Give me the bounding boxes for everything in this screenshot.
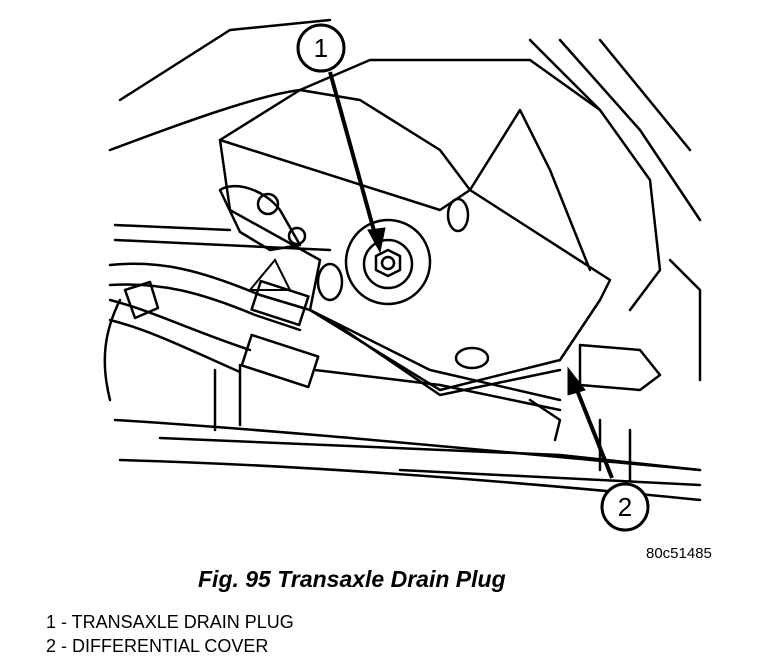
cross-rail-top xyxy=(113,238,332,252)
drain-plug-socket xyxy=(380,255,396,271)
right-bracket xyxy=(578,343,662,392)
hose-upper-b xyxy=(108,283,302,332)
right-tab xyxy=(528,398,562,442)
hose-lower-a xyxy=(108,298,252,352)
right-edge-line xyxy=(668,258,702,382)
callout-2-arrowhead xyxy=(567,366,586,396)
lower-rail-4 xyxy=(398,468,702,487)
drain-plug-boss-outer xyxy=(344,218,432,306)
right-frame-line-a xyxy=(558,38,702,222)
hose-fitting-1 xyxy=(250,279,310,327)
left-curve xyxy=(103,298,122,402)
cover-edge xyxy=(328,318,562,397)
hose-upper-a xyxy=(108,262,312,312)
hose-clip xyxy=(123,280,160,320)
upper-frame-line xyxy=(118,18,332,102)
callout-1: 1 xyxy=(296,23,346,73)
bracket-hole-1 xyxy=(256,192,280,216)
housing-inner xyxy=(218,88,472,192)
bracket-left xyxy=(218,184,302,252)
legend-item-2: 2 - DIFFERENTIAL COVER xyxy=(46,636,269,656)
cover-bolt-hole-2 xyxy=(454,346,490,370)
drain-plug-illustration: 1 2 xyxy=(103,18,702,532)
bracket-hole-2 xyxy=(287,226,307,246)
figure-reference-code: 80c51485 xyxy=(646,545,712,562)
cover-bolt-hole-1 xyxy=(446,197,470,233)
callout-1-number: 1 xyxy=(314,33,328,63)
callout-2-circle xyxy=(600,482,650,532)
housing-mid xyxy=(468,108,592,272)
cross-rail-bottom xyxy=(113,223,232,232)
callout-1-arrowhead xyxy=(367,227,386,254)
warning-triangle xyxy=(247,258,292,291)
legend-item-1: 1 - TRANSAXLE DRAIN PLUG xyxy=(46,612,294,632)
housing-top xyxy=(298,58,662,312)
callout-1-circle xyxy=(296,23,346,73)
figure-legend: 1 - TRANSAXLE DRAIN PLUG 2 - DIFFERENTIA… xyxy=(46,610,294,658)
lower-rail-1 xyxy=(113,418,702,472)
hose-run-1 xyxy=(308,308,562,402)
differential-cover xyxy=(218,138,612,392)
lower-rail-3 xyxy=(158,436,702,472)
callout-2-leader xyxy=(573,384,614,479)
drain-plug-boss-inner xyxy=(362,238,414,290)
right-frame-line-b xyxy=(598,38,692,152)
callout-1-leader xyxy=(328,71,378,239)
right-frame-line-c xyxy=(528,38,602,112)
hose-run-2 xyxy=(313,368,562,412)
figure-caption: Fig. 95 Transaxle Drain Plug xyxy=(198,566,506,592)
hose-fitting-2 xyxy=(240,333,320,389)
upper-body-line xyxy=(108,88,302,152)
callout-2: 2 xyxy=(600,482,650,532)
hose-lower-b xyxy=(108,318,242,374)
drain-plug-hex xyxy=(374,248,402,278)
cover-bolt-hole-3 xyxy=(316,262,344,302)
callout-2-number: 2 xyxy=(618,492,632,522)
